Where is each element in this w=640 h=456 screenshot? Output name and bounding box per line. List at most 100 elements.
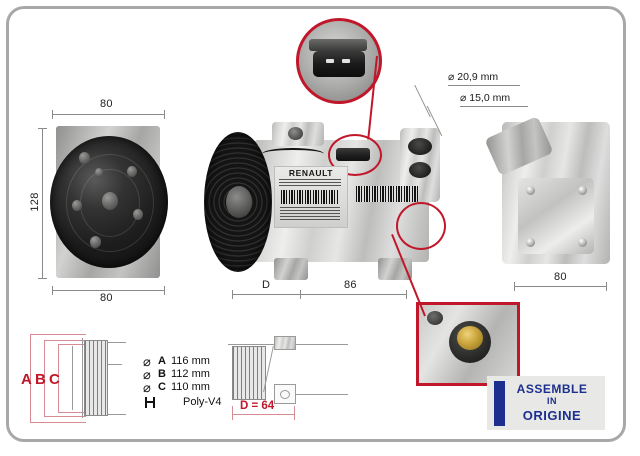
rear-cover-bolt-br bbox=[578, 238, 587, 247]
rear-dim-value: 80 bbox=[554, 271, 567, 283]
dim-cap-a-top bbox=[30, 334, 86, 335]
side-dim-value-d: D bbox=[262, 279, 271, 291]
profile-pivot-block bbox=[274, 336, 296, 350]
diameter-symbol-large: ⌀ bbox=[448, 71, 455, 83]
mounting-foot-left bbox=[274, 258, 308, 280]
diameter-icon-c: ⌀ bbox=[143, 380, 151, 395]
d64-tick-left bbox=[232, 406, 233, 420]
side-dim-line bbox=[232, 294, 406, 295]
label-partnumber bbox=[279, 179, 341, 186]
front-height-dim-value: 128 bbox=[29, 192, 41, 212]
front-top-dim-tick-left bbox=[52, 110, 53, 119]
belt-profile-drawing: D = 64 bbox=[228, 332, 348, 428]
legend-row-b: ⌀ B 112 mm bbox=[143, 368, 251, 381]
legend-value-b: 112 mm bbox=[171, 368, 210, 380]
diameter-icon-b: ⌀ bbox=[143, 367, 151, 382]
dim-cap-a-bottom bbox=[30, 422, 86, 423]
rear-dim-tick-right bbox=[606, 282, 607, 291]
compressor-pulley bbox=[204, 132, 272, 272]
front-height-tick-top bbox=[38, 128, 47, 129]
front-bottom-dim-tick-right bbox=[164, 286, 165, 295]
front-height-dim-line bbox=[42, 128, 43, 278]
profile-axis-right bbox=[296, 394, 348, 395]
badge-blue-bar bbox=[494, 381, 505, 426]
port-callout-small-underline bbox=[460, 106, 528, 107]
badge-line-1: ASSEMBLE bbox=[516, 382, 588, 396]
connector-detail-callout bbox=[296, 18, 382, 104]
side-dim-tick-right bbox=[406, 290, 407, 299]
assemble-in-origine-badge: ASSEMBLE IN ORIGINE bbox=[487, 376, 605, 430]
label-a: A bbox=[21, 371, 32, 388]
front-pulley-face bbox=[50, 136, 168, 268]
rear-view-group: 80 bbox=[484, 104, 632, 304]
valve-brass-core bbox=[457, 326, 483, 350]
pulley-hub bbox=[226, 186, 252, 218]
port-callout-small-value: 15,0 mm bbox=[469, 92, 511, 104]
section-inner-wall bbox=[72, 346, 73, 410]
dim-line-b bbox=[44, 340, 45, 416]
dim-cap-b-bottom bbox=[44, 416, 86, 417]
front-bottom-dim-tick-left bbox=[52, 286, 53, 295]
port-callout-large-value: 20,9 mm bbox=[457, 71, 499, 83]
label-barcode bbox=[281, 190, 339, 204]
connector-harness bbox=[309, 39, 367, 51]
diameter-icon-a: ⌀ bbox=[143, 354, 151, 369]
front-view-group: 80 128 80 bbox=[28, 92, 188, 304]
rear-cover-bolt-tr bbox=[578, 186, 587, 195]
rear-dim-line bbox=[514, 286, 606, 287]
dimension-legend: ⌀ A 116 mm ⌀ B 112 mm ⌀ C 110 mm Poly-V4 bbox=[143, 355, 251, 417]
front-height-tick-bottom bbox=[38, 278, 47, 279]
port-callout-large: ⌀ 20,9 mm bbox=[448, 71, 498, 83]
connector-pin-right bbox=[342, 59, 350, 63]
side-view-group: RENAULT D 86 bbox=[196, 108, 446, 308]
side-dim-tick-mid bbox=[300, 290, 301, 299]
sheet-border bbox=[6, 6, 626, 442]
rear-cover-bolt-bl bbox=[526, 238, 535, 247]
profile-belt-grooves bbox=[232, 346, 266, 400]
side-dim-tick-left bbox=[232, 290, 233, 299]
port-callout-small: ⌀ 15,0 mm bbox=[460, 92, 510, 104]
label-textblock bbox=[280, 207, 340, 222]
profile-boss-hole bbox=[280, 390, 290, 399]
front-bottom-dim-value: 80 bbox=[100, 292, 113, 304]
port-callout-large-underline bbox=[448, 85, 520, 86]
legend-value-a: 116 mm bbox=[171, 355, 210, 367]
product-label: RENAULT bbox=[274, 166, 348, 228]
belt-width-icon bbox=[143, 396, 158, 408]
legend-letter-b: B bbox=[158, 368, 166, 380]
dim-cap-b-top bbox=[44, 340, 86, 341]
port-opening-small bbox=[409, 162, 431, 178]
dim-line-c bbox=[58, 344, 59, 412]
valve-highlight-ring bbox=[396, 202, 446, 250]
diameter-symbol-small: ⌀ bbox=[460, 92, 467, 104]
d64-value: D = 64 bbox=[240, 400, 275, 412]
legend-row-c: ⌀ C 110 mm bbox=[143, 381, 251, 394]
front-top-dim-line bbox=[52, 114, 164, 115]
dim-line-a bbox=[30, 334, 31, 422]
label-c: C bbox=[49, 371, 60, 388]
dim-cap-c-bottom bbox=[58, 412, 86, 413]
brand-name: RENAULT bbox=[288, 168, 334, 178]
section-belt-grooves bbox=[84, 340, 108, 416]
badge-line-3: ORIGINE bbox=[522, 408, 582, 423]
section-rim bbox=[82, 338, 83, 418]
front-top-dim-value: 80 bbox=[100, 98, 113, 110]
section-hub-line bbox=[108, 364, 122, 365]
front-top-dim-tick-right bbox=[164, 110, 165, 119]
legend-row-a: ⌀ A 116 mm bbox=[143, 355, 251, 368]
secondary-barcode bbox=[356, 186, 418, 202]
port-callout-group: ⌀ 20,9 mm ⌀ 15,0 mm bbox=[404, 68, 544, 138]
pulley-section-drawing: A B C bbox=[18, 330, 138, 430]
side-dim-value-86: 86 bbox=[344, 279, 357, 291]
legend-letter-a: A bbox=[158, 355, 166, 367]
legend-letter-c: C bbox=[158, 381, 166, 393]
connector-pin-left bbox=[326, 59, 334, 63]
label-b: B bbox=[35, 371, 46, 388]
port-opening-large bbox=[408, 138, 432, 155]
clutch-lead-wire bbox=[262, 148, 324, 160]
connector-housing bbox=[313, 51, 365, 77]
rear-dim-tick-left bbox=[514, 282, 515, 291]
legend-value-c: 110 mm bbox=[171, 381, 210, 393]
connector-highlight-ring bbox=[328, 134, 382, 176]
